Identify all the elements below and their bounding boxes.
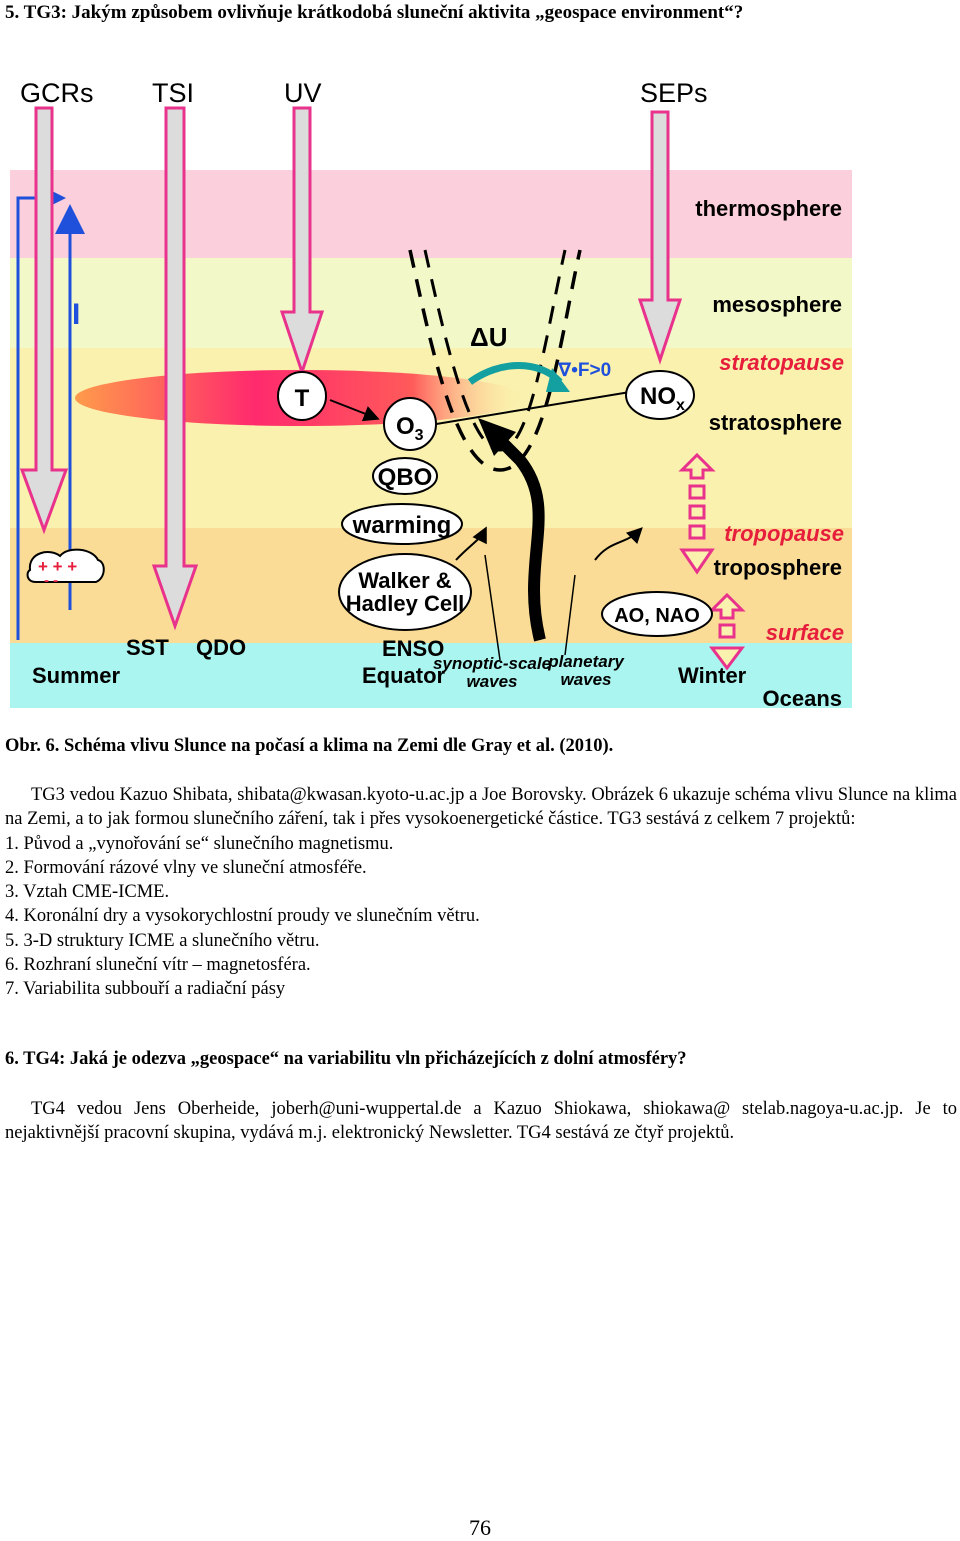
tg3-intro: TG3 vedou Kazuo Shibata, shibata@kwasan.… (5, 785, 957, 830)
mesosphere-label: mesosphere (712, 292, 842, 317)
uv-arrow (279, 106, 325, 377)
page-number: 76 (469, 1515, 491, 1540)
surface-label: surface (766, 620, 844, 645)
gcr-arrow (19, 106, 69, 535)
eliassen-palm-label: ∇•F>0 (558, 360, 611, 381)
thermosphere-layer (10, 170, 852, 258)
delta-u-label: ΔU (470, 322, 507, 352)
oceans-label: Oceans (763, 686, 843, 711)
summer-label: Summer (32, 663, 120, 688)
minus-label: - - (44, 572, 58, 589)
troposphere-label: troposphere (714, 555, 842, 580)
planetary-label-line2: waves (560, 670, 611, 689)
tg4-text: TG4 vedou Jens Oberheide, joberh@uni-wup… (5, 1099, 957, 1144)
tsi-arrow (151, 106, 199, 631)
vertical-coupling-arrows (678, 452, 746, 671)
walker-label-line1: Walker & (358, 568, 451, 593)
section-5-heading: 5. TG3: Jakým způsobem ovlivňuje krátkod… (5, 2, 744, 23)
list-item: 5. 3-D struktury ICME a slunečního větru… (5, 930, 320, 951)
tg4-section: TG4 vedou Jens Oberheide, joberh@uni-wup… (5, 1097, 957, 1146)
planetary-label-line1: planetary (547, 652, 625, 671)
tg3-section: TG3 vedou Kazuo Shibata, shibata@kwasan.… (5, 783, 957, 1002)
sst-label: SST (126, 635, 169, 660)
mesosphere-layer (10, 258, 852, 348)
i-label: I (72, 298, 80, 331)
gcrs-label: GCRs (20, 78, 94, 108)
list-item: 3. Vztah CME-ICME. (5, 882, 170, 903)
seps-label: SEPs (640, 78, 708, 108)
cloud-shape (26, 548, 105, 583)
warming-label: warming (352, 512, 452, 539)
planetary-wave-arrow (493, 433, 546, 642)
uv-label: UV (284, 78, 322, 108)
list-item: 2. Formování rázové vlny ve sluneční atm… (5, 857, 367, 878)
charges-label: + + + (38, 557, 77, 576)
t-label: T (295, 385, 310, 412)
qdo-label: QDO (196, 635, 246, 660)
synoptic-label-line2: waves (466, 672, 517, 691)
list-item: 7. Variabilita subbouří a radiační pásy (5, 979, 286, 1000)
stratopause-label: stratopause (719, 350, 844, 375)
thermosphere-label: thermosphere (695, 196, 842, 221)
ao-nao-label: AO, NAO (614, 605, 700, 627)
synoptic-label-line1: synoptic-scale (433, 654, 551, 673)
tropopause-label: tropopause (724, 521, 844, 546)
tsi-label: TSI (152, 78, 194, 108)
section-6-heading: 6. TG4: Jaká je odezva „geospace“ na var… (5, 1049, 687, 1069)
o3-label: O3 (396, 413, 424, 444)
nox-label: NOx (640, 383, 685, 414)
enso-label: ENSO (382, 636, 444, 661)
walker-label-line2: Hadley Cell (346, 591, 465, 616)
list-item: 6. Rozhraní sluneční vítr – magnetosféra… (5, 955, 311, 976)
stratosphere-label: stratosphere (709, 410, 842, 435)
equator-label: Equator (362, 663, 446, 688)
qbo-label: QBO (378, 464, 433, 491)
tg3-project-list: 1. Původ a „vynořování se“ slunečního ma… (5, 832, 957, 1002)
vortex-dashed-curve (408, 249, 582, 472)
sun-climate-schematic: GCRs TSI UV SEPs thermosphere mesosphere… (10, 78, 852, 711)
list-item: 4. Koronální dry a vysokorychlostní prou… (5, 906, 480, 927)
ocean-layer (10, 643, 852, 708)
winter-label: Winter (678, 663, 747, 688)
list-item: 1. Původ a „vynořování se“ slunečního ma… (5, 833, 394, 854)
figure-caption: Obr. 6. Schéma vlivu Slunce na počasí a … (5, 736, 614, 756)
sep-arrow (637, 110, 683, 365)
